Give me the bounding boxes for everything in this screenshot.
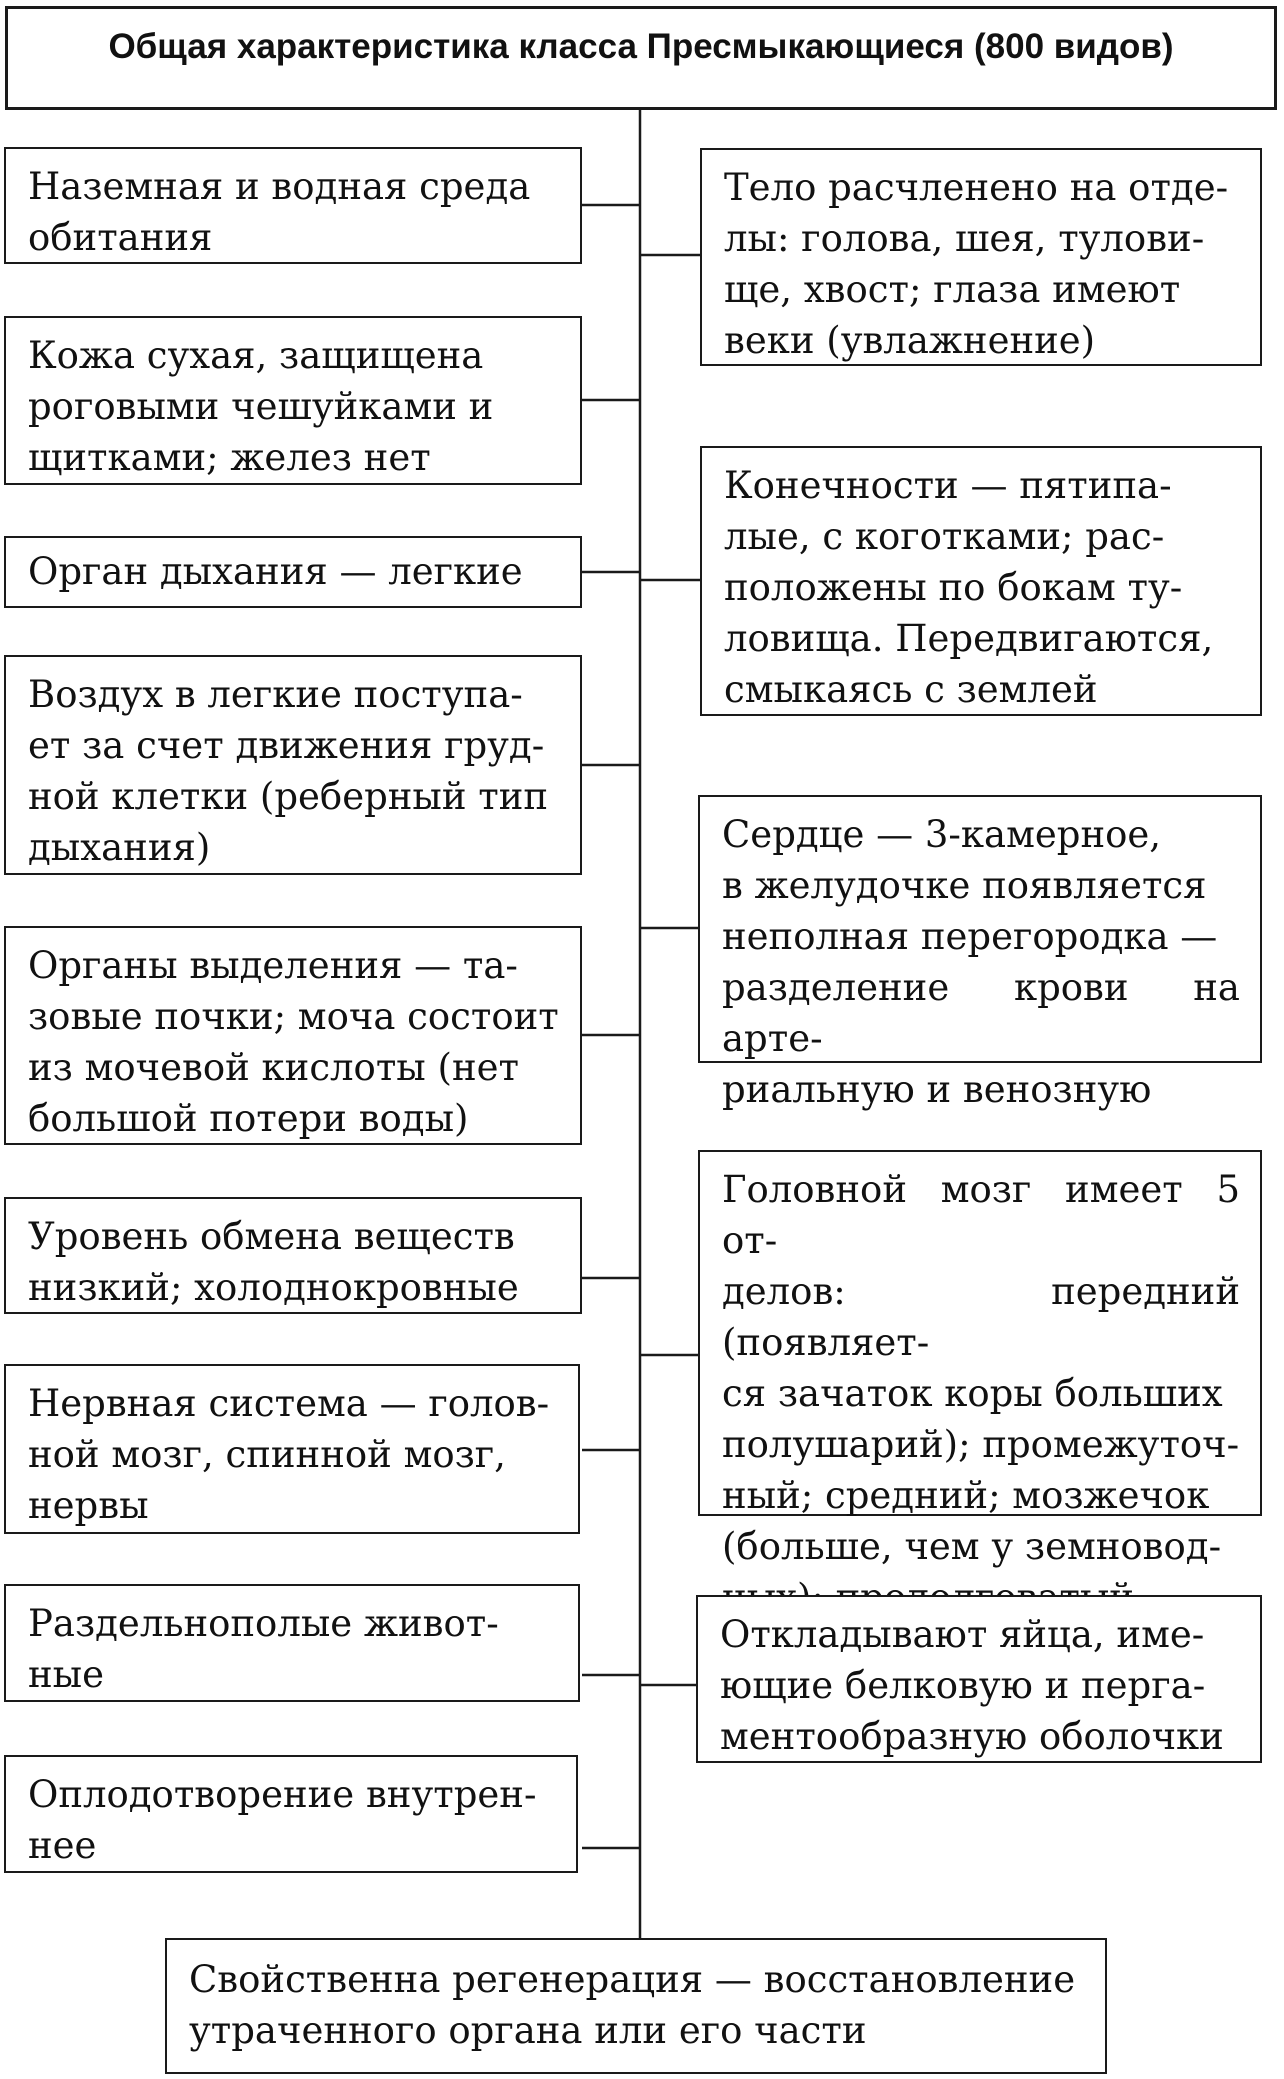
left-box-metabolism: Уровень обмена веществ низкий; холоднокр… bbox=[4, 1197, 582, 1314]
diagram-title: Общая характеристика класса Пресмыкающие… bbox=[5, 6, 1277, 110]
left-box-nervous-system: Нервная система — голов- ной мозг, спинн… bbox=[4, 1364, 580, 1534]
right-box-brain: Головной мозг имеет 5 от- делов: передни… bbox=[698, 1150, 1262, 1619]
left-box-fertilization: Оплодотворение внутрен- нее bbox=[4, 1755, 578, 1873]
right-box-limbs: Конечности — пятипа- лые, с коготками; р… bbox=[700, 446, 1262, 716]
bottom-box-regeneration: Свойственна регенерация — восстановление… bbox=[165, 1938, 1107, 2074]
left-box-habitat: Наземная и водная среда обитания bbox=[4, 147, 582, 264]
left-box-skin: Кожа сухая, защищена роговыми чешуйками … bbox=[4, 316, 582, 485]
right-box-eggs: Откладывают яйца, име- ющие белковую и п… bbox=[696, 1595, 1262, 1763]
left-box-breathing: Воздух в легкие поступа- ет за счет движ… bbox=[4, 655, 582, 875]
left-box-respiration-organ: Орган дыхания — легкие bbox=[4, 536, 582, 608]
left-box-dioecious: Раздельнополые живот- ные bbox=[4, 1584, 580, 1702]
left-box-excretion: Органы выделения — та- зовые почки; моча… bbox=[4, 926, 582, 1145]
right-box-body: Тело расчленено на отде- лы: голова, шея… bbox=[700, 148, 1262, 366]
right-box-heart: Сердце — 3-камерное, в желудочке появляе… bbox=[698, 795, 1262, 1111]
